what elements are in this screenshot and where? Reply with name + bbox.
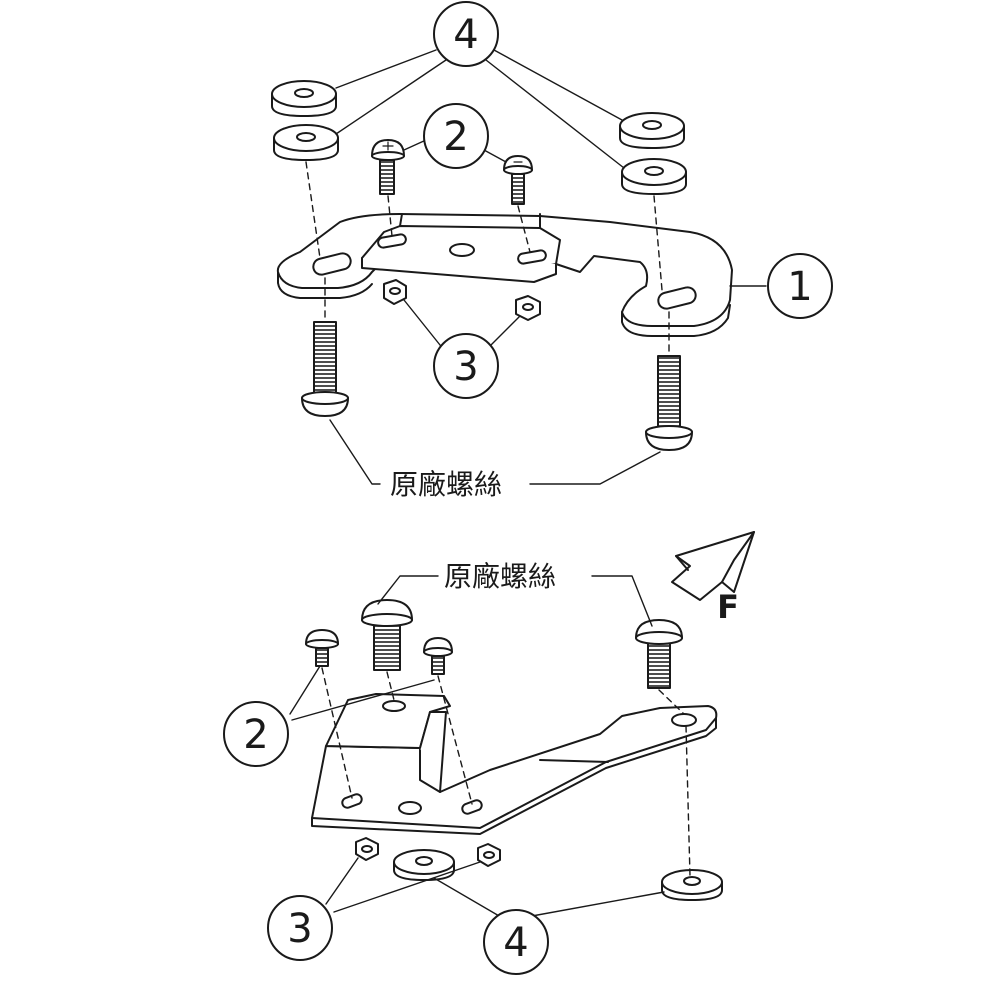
upper-washer-bottom-left [273, 124, 339, 161]
upper-washer-top-right [619, 112, 685, 149]
upper-callout-2-circle [423, 103, 489, 169]
lower-callout-2-circle [223, 701, 289, 767]
lower-oem-screw-right [635, 619, 683, 689]
upper-callout-4: 4 [453, 12, 478, 58]
upper-oem-screw-right [645, 355, 693, 451]
upper-oem-screw-left [301, 321, 349, 417]
lower-oem-screw-left [361, 599, 413, 671]
lower-alignment-lines [321, 667, 691, 877]
lower-washer-right [661, 869, 723, 901]
lower-callout-4-circle [483, 909, 549, 975]
upper-callout-1-circle [767, 253, 833, 319]
upper-bracket-part-1 [276, 213, 733, 337]
upper-nut-right [515, 295, 541, 321]
lower-callout-3: 3 [287, 906, 312, 952]
upper-callout-4-circle [433, 1, 499, 67]
upper-callout-1: 1 [787, 264, 812, 310]
lower-leader-lines [289, 575, 665, 921]
lower-callout-2: 2 [243, 712, 268, 758]
oem-screw-labels: 原廠螺絲 原廠螺絲 [390, 468, 556, 593]
callout-circles [223, 1, 833, 975]
lower-screw-right [423, 637, 453, 675]
upper-oem-screw-label: 原廠螺絲 [390, 468, 502, 501]
upper-screw-left [371, 139, 405, 195]
upper-leader-lines [329, 49, 767, 485]
lower-callout-3-circle [267, 895, 333, 961]
lower-nut-left [355, 837, 379, 861]
upper-alignment-lines [305, 161, 670, 357]
lower-nut-right [477, 843, 501, 867]
lower-callout-4: 4 [503, 920, 528, 966]
lower-assembly [289, 531, 755, 921]
lower-oem-screw-label: 原廠螺絲 [444, 560, 556, 593]
front-direction-arrow-icon [671, 531, 755, 601]
upper-washer-bottom-right [621, 158, 687, 195]
upper-washer-top-left [271, 80, 337, 117]
lower-washer-left [393, 849, 455, 881]
lower-screw-left [305, 629, 339, 667]
front-direction-label: F [717, 588, 739, 626]
upper-screw-right [503, 155, 533, 205]
upper-assembly [271, 49, 767, 485]
lower-bracket [311, 693, 718, 835]
upper-callout-3-circle [433, 333, 499, 399]
upper-callout-3: 3 [453, 344, 478, 390]
callout-numbers: 4 2 1 3 2 3 4 [243, 12, 812, 966]
upper-callout-2: 2 [443, 114, 468, 160]
upper-nut-left [383, 279, 407, 305]
